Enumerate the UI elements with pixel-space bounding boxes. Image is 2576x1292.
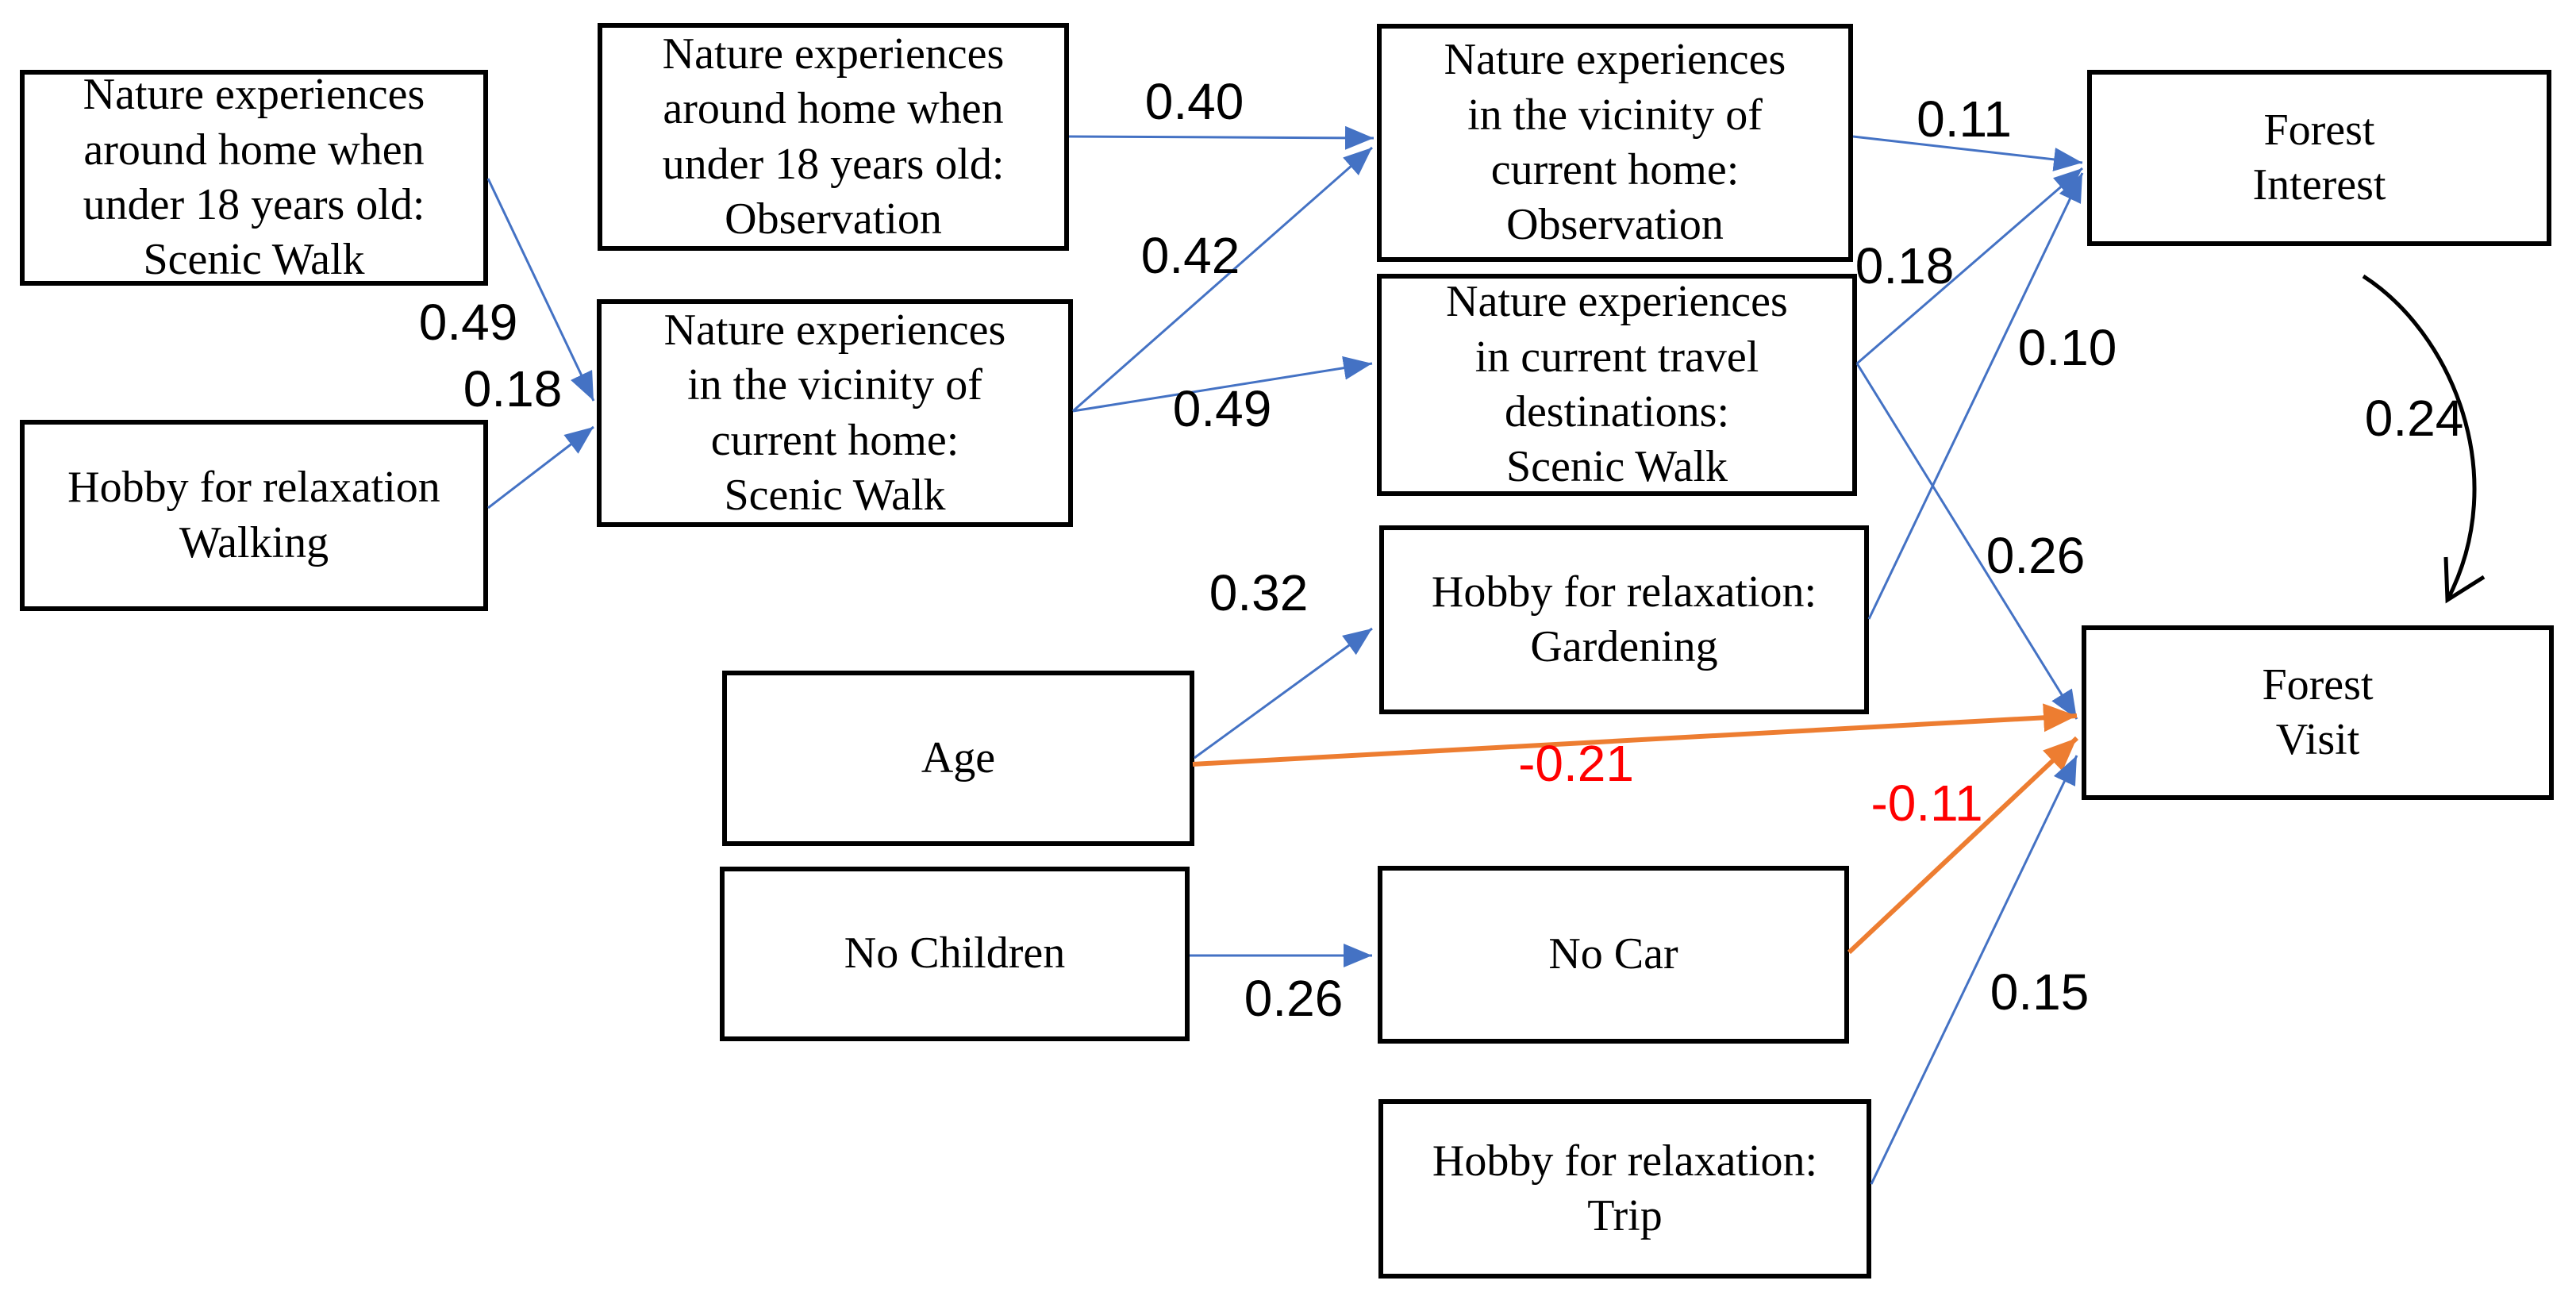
node-forest-interest: Forest Interest <box>2087 70 2551 246</box>
node-label-forest-interest: Forest Interest <box>2252 105 2386 210</box>
coef-vicinity-scenic-walk-travel-scenic-walk: 0.49 <box>1172 380 1272 437</box>
node-label-vicinity-observation: Nature experiences in the vicinity of cu… <box>1444 35 1786 250</box>
node-label-hobby-walking: Hobby for relaxation Walking <box>67 463 440 567</box>
coef-age-gardening: 0.32 <box>1209 564 1309 621</box>
covariance-arrowhead-icon <box>2443 556 2486 604</box>
node-label-no-children: No Children <box>844 929 1066 979</box>
edge-age-to-gardening <box>1194 627 1373 759</box>
node-no-children: No Children <box>720 867 1190 1041</box>
node-label-trip: Hobby for relaxation: Trip <box>1432 1136 1818 1240</box>
coef-no-car-forest-visit: -0.11 <box>1870 775 1983 832</box>
node-vicinity-observation: Nature experiences in the vicinity of cu… <box>1377 24 1853 262</box>
coef-vicinity-scenic-walk-vicinity-observation: 0.42 <box>1140 227 1240 284</box>
node-childhood-scenic-walk: Nature experiences around home when unde… <box>20 70 488 286</box>
coef-hobby-walking-vicinity-scenic-walk: 0.18 <box>463 360 563 417</box>
coef-covariance-forest-interest-forest-visit: 0.24 <box>2364 390 2464 447</box>
node-forest-visit: Forest Visit <box>2082 625 2554 800</box>
node-label-vicinity-scenic-walk: Nature experiences in the vicinity of cu… <box>663 305 1006 520</box>
node-childhood-observation: Nature experiences around home when unde… <box>598 23 1069 251</box>
edge-hobby-walking-to-vicinity-scenic-walk <box>487 425 594 509</box>
coef-childhood-observation-vicinity-observation: 0.40 <box>1144 73 1244 130</box>
coef-trip-forest-visit: 0.15 <box>1990 963 2090 1021</box>
node-vicinity-scenic-walk: Nature experiences in the vicinity of cu… <box>597 299 1073 527</box>
node-travel-scenic-walk: Nature experiences in current travel des… <box>1377 274 1857 496</box>
node-label-travel-scenic-walk: Nature experiences in current travel des… <box>1446 277 1788 492</box>
node-no-car: No Car <box>1378 866 1849 1044</box>
node-hobby-walking: Hobby for relaxation Walking <box>20 420 488 611</box>
node-gardening: Hobby for relaxation: Gardening <box>1379 525 1869 714</box>
node-label-forest-visit: Forest Visit <box>2262 659 2374 764</box>
node-label-childhood-scenic-walk: Nature experiences around home when unde… <box>83 70 425 285</box>
node-trip: Hobby for relaxation: Trip <box>1378 1099 1871 1279</box>
node-age: Age <box>722 671 1194 846</box>
node-label-age: Age <box>921 733 996 783</box>
edge-childhood-observation-to-vicinity-observation <box>1068 125 1375 150</box>
node-label-childhood-observation: Nature experiences around home when unde… <box>662 29 1005 244</box>
coef-childhood-scenic-walk-vicinity-scenic-walk: 0.49 <box>418 294 518 351</box>
coef-gardening-forest-interest: 0.10 <box>2017 319 2117 376</box>
coef-travel-scenic-walk-forest-visit: 0.26 <box>1986 527 2086 584</box>
coef-no-children-no-car: 0.26 <box>1244 970 1344 1027</box>
edge-age-to-forest-visit <box>1192 703 2078 767</box>
node-label-no-car: No Car <box>1548 929 1678 979</box>
edge-no-car-to-forest-visit <box>1847 736 2079 955</box>
coef-vicinity-observation-forest-interest: 0.11 <box>1917 90 2012 148</box>
coef-age-forest-visit: -0.21 <box>1518 735 1634 792</box>
coef-travel-scenic-walk-forest-interest: 0.18 <box>1855 237 1955 294</box>
node-label-gardening: Hobby for relaxation: Gardening <box>1431 567 1817 671</box>
